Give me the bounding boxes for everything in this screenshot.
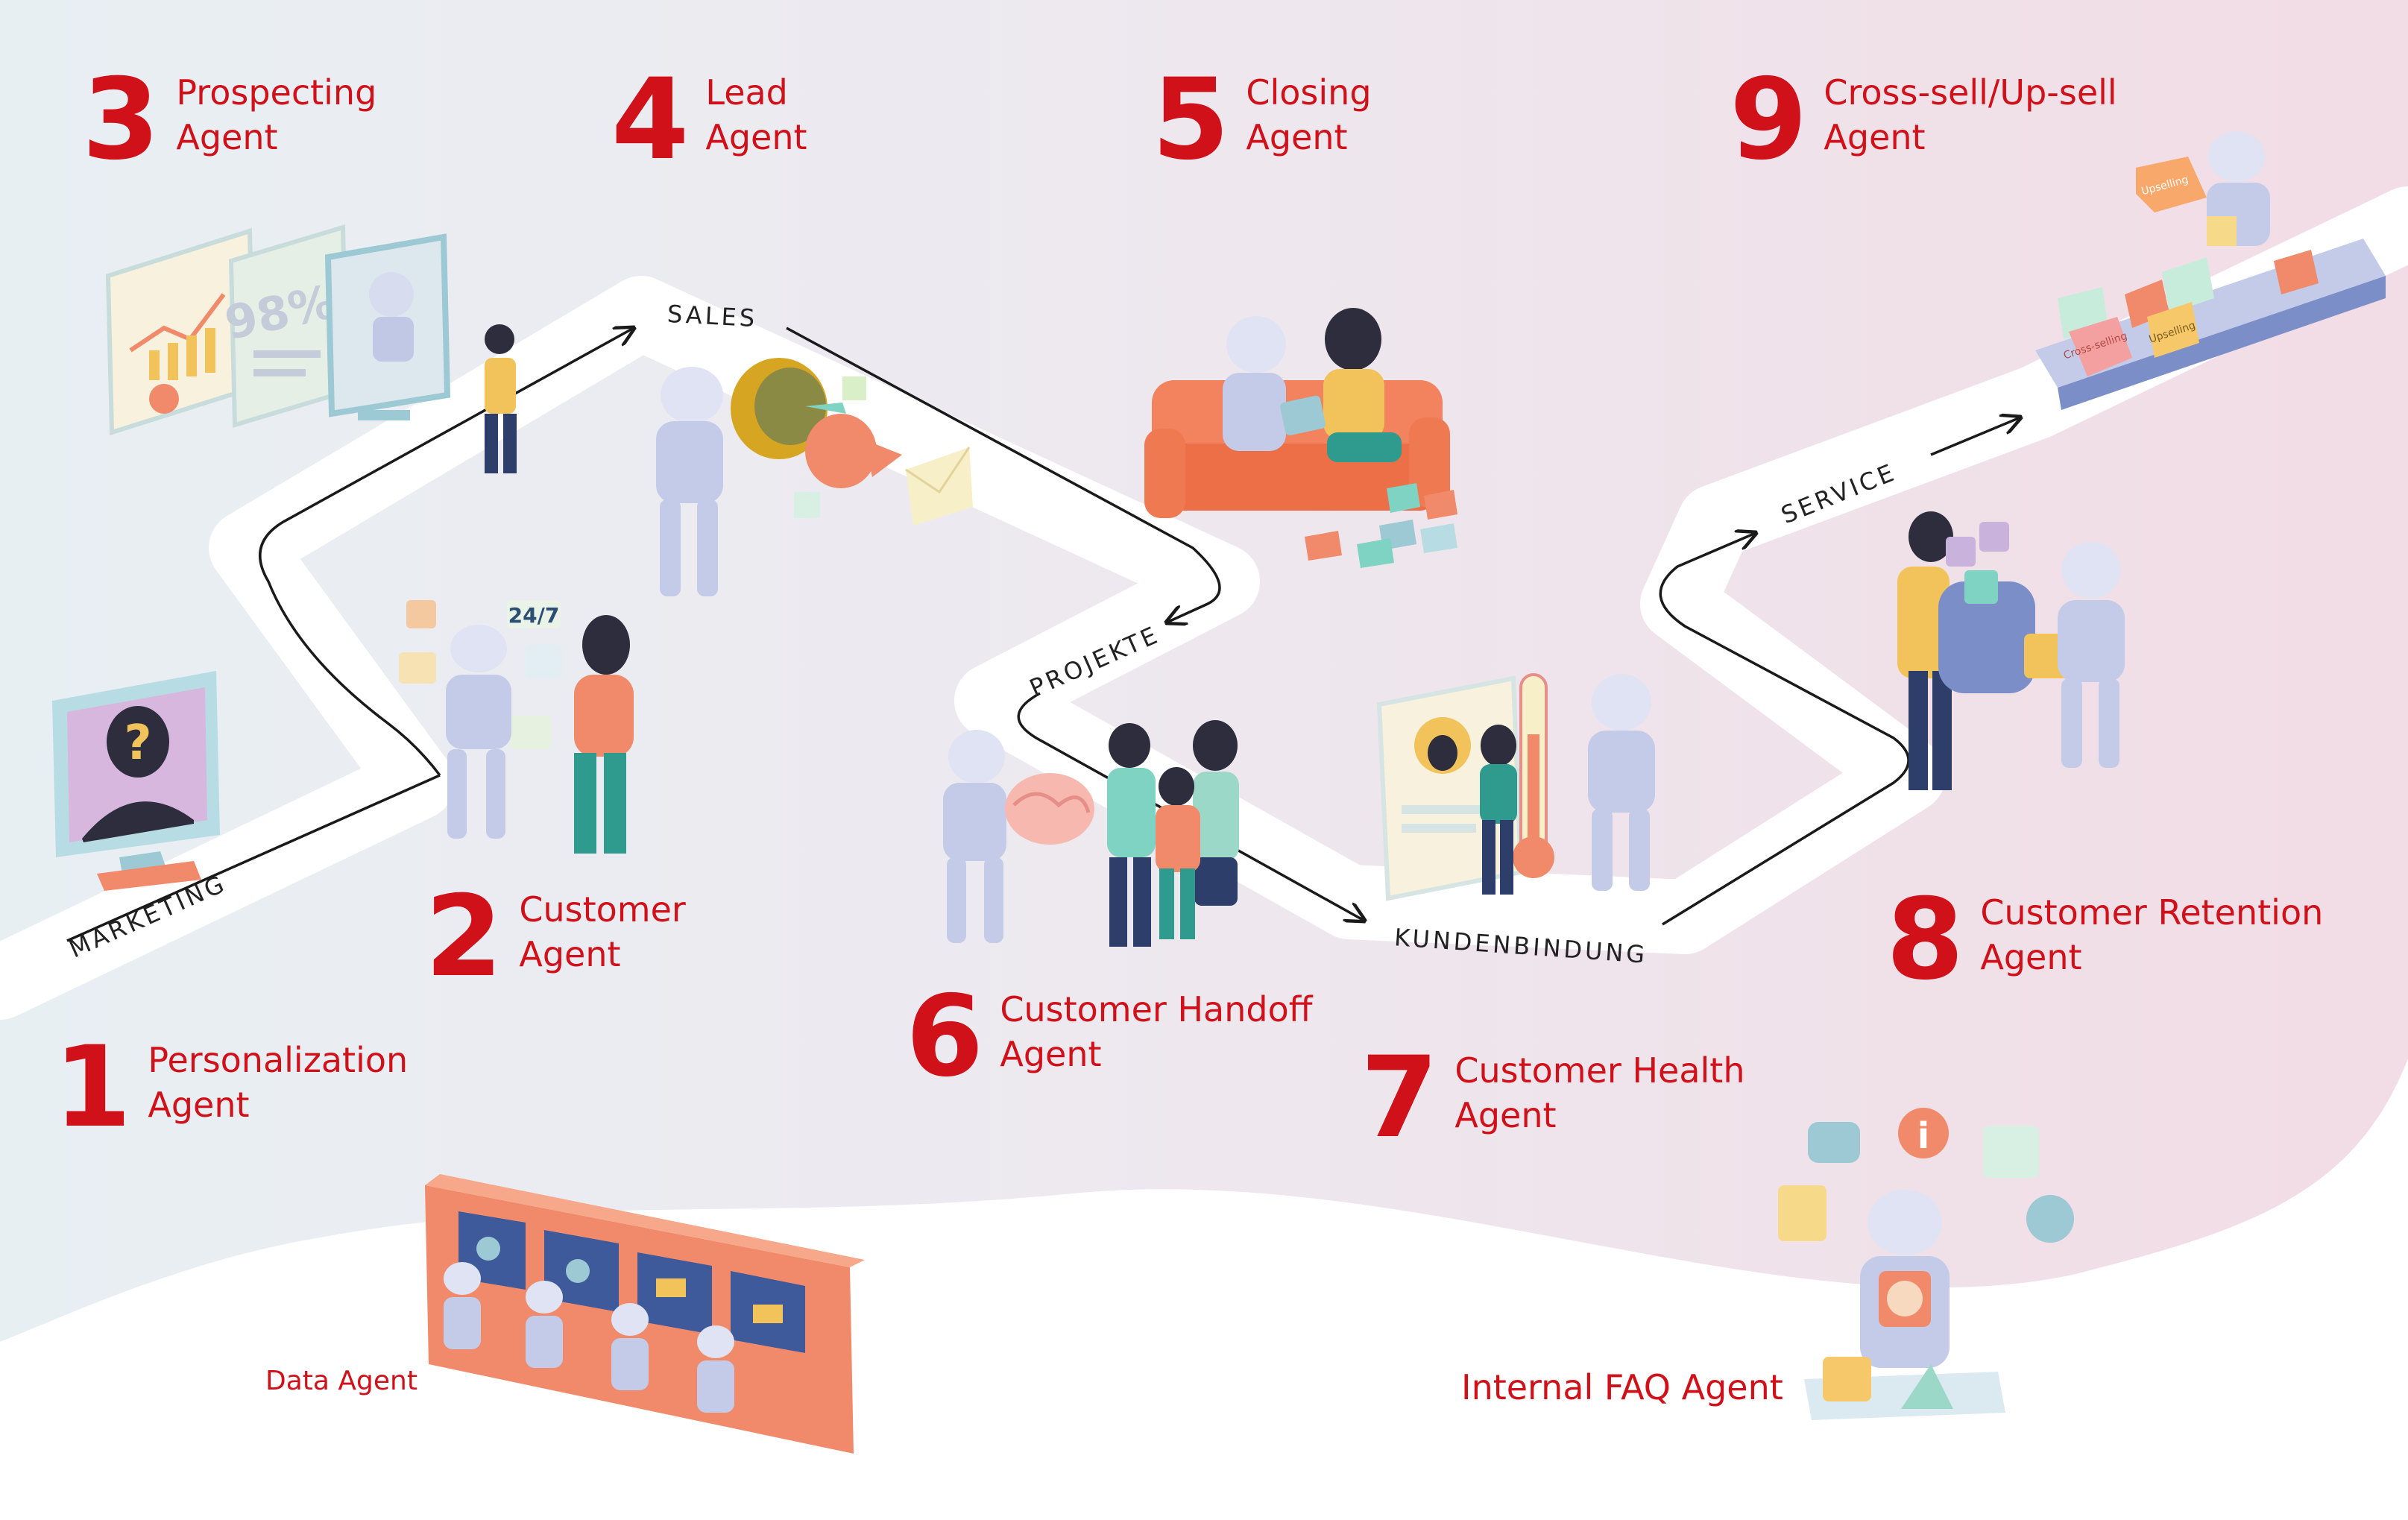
journey-line-marketing (66, 774, 441, 942)
agent-number: 7 (1361, 1033, 1439, 1163)
agent-name: Prospecting (176, 72, 377, 113)
agent-name: Closing (1246, 72, 1372, 113)
agent-name: Cross-sell/Up-sell (1824, 72, 2117, 113)
info-mark: i (1917, 1115, 1929, 1157)
agent-number: 3 (82, 55, 160, 185)
juggling-robot-icon: i (1778, 1108, 2074, 1420)
brain-handoff-icon (943, 720, 1239, 947)
journey-line-service (1659, 533, 1910, 926)
sofa-meeting-icon (1144, 308, 1457, 568)
agent-number: 4 (611, 55, 690, 185)
journey-road (0, 186, 2408, 1020)
badge-24-7: 24/7 (508, 603, 560, 628)
agent-number: 9 (1730, 55, 1808, 185)
agent-number: 6 (906, 972, 984, 1102)
agent-suffix: Agent (705, 117, 807, 157)
agent-number: 2 (425, 872, 503, 1002)
agent-suffix: Agent (1980, 937, 2082, 977)
puzzle-backpack-icon (1897, 511, 2125, 790)
agent-name: Customer Retention (1980, 892, 2324, 933)
stage-label-sales: SALES (666, 299, 759, 333)
agent-suffix: Agent (1454, 1095, 1557, 1135)
agent-number: 5 (1152, 55, 1230, 185)
agent-number: 8 (1886, 875, 1964, 1005)
agent-label-internal-faq: Internal FAQ Agent (1461, 1367, 1783, 1407)
agent-name: Customer Handoff (1000, 989, 1313, 1029)
agent-name: Lead (705, 72, 788, 113)
agent-name: Customer (519, 889, 686, 930)
thermometer-profile-icon (1376, 673, 1655, 901)
journey-line-kundenbindung (1017, 692, 1364, 921)
journey-line-end (1930, 417, 2020, 456)
agent-name: Customer Health (1454, 1050, 1745, 1091)
conveyor-belt-icon: Cross-selling Upselling Upselling (2035, 131, 2386, 410)
agent-name: Personalization (148, 1040, 409, 1080)
agent-suffix: Agent (519, 934, 621, 974)
analytics-dashboard-icon: 98% (105, 224, 517, 473)
robot-chat-assistant-icon: 24/7 (399, 600, 634, 854)
megaphone-robot-icon (656, 358, 973, 596)
agent-suffix: Agent (1824, 117, 1926, 157)
agent-suffix: Agent (1246, 117, 1348, 157)
control-room-icon (425, 1174, 865, 1454)
agent-suffix: Agent (176, 117, 278, 157)
question-mark: ? (124, 716, 151, 771)
agent-suffix: Agent (1000, 1034, 1102, 1074)
agent-number: 1 (54, 1023, 132, 1152)
agent-suffix: Agent (148, 1085, 250, 1125)
journey-line-projekte (786, 327, 1221, 622)
question-avatar-monitor-icon: ? (52, 671, 220, 891)
journey-line-sales (259, 328, 634, 777)
agent-label-data: Data Agent (265, 1366, 417, 1396)
